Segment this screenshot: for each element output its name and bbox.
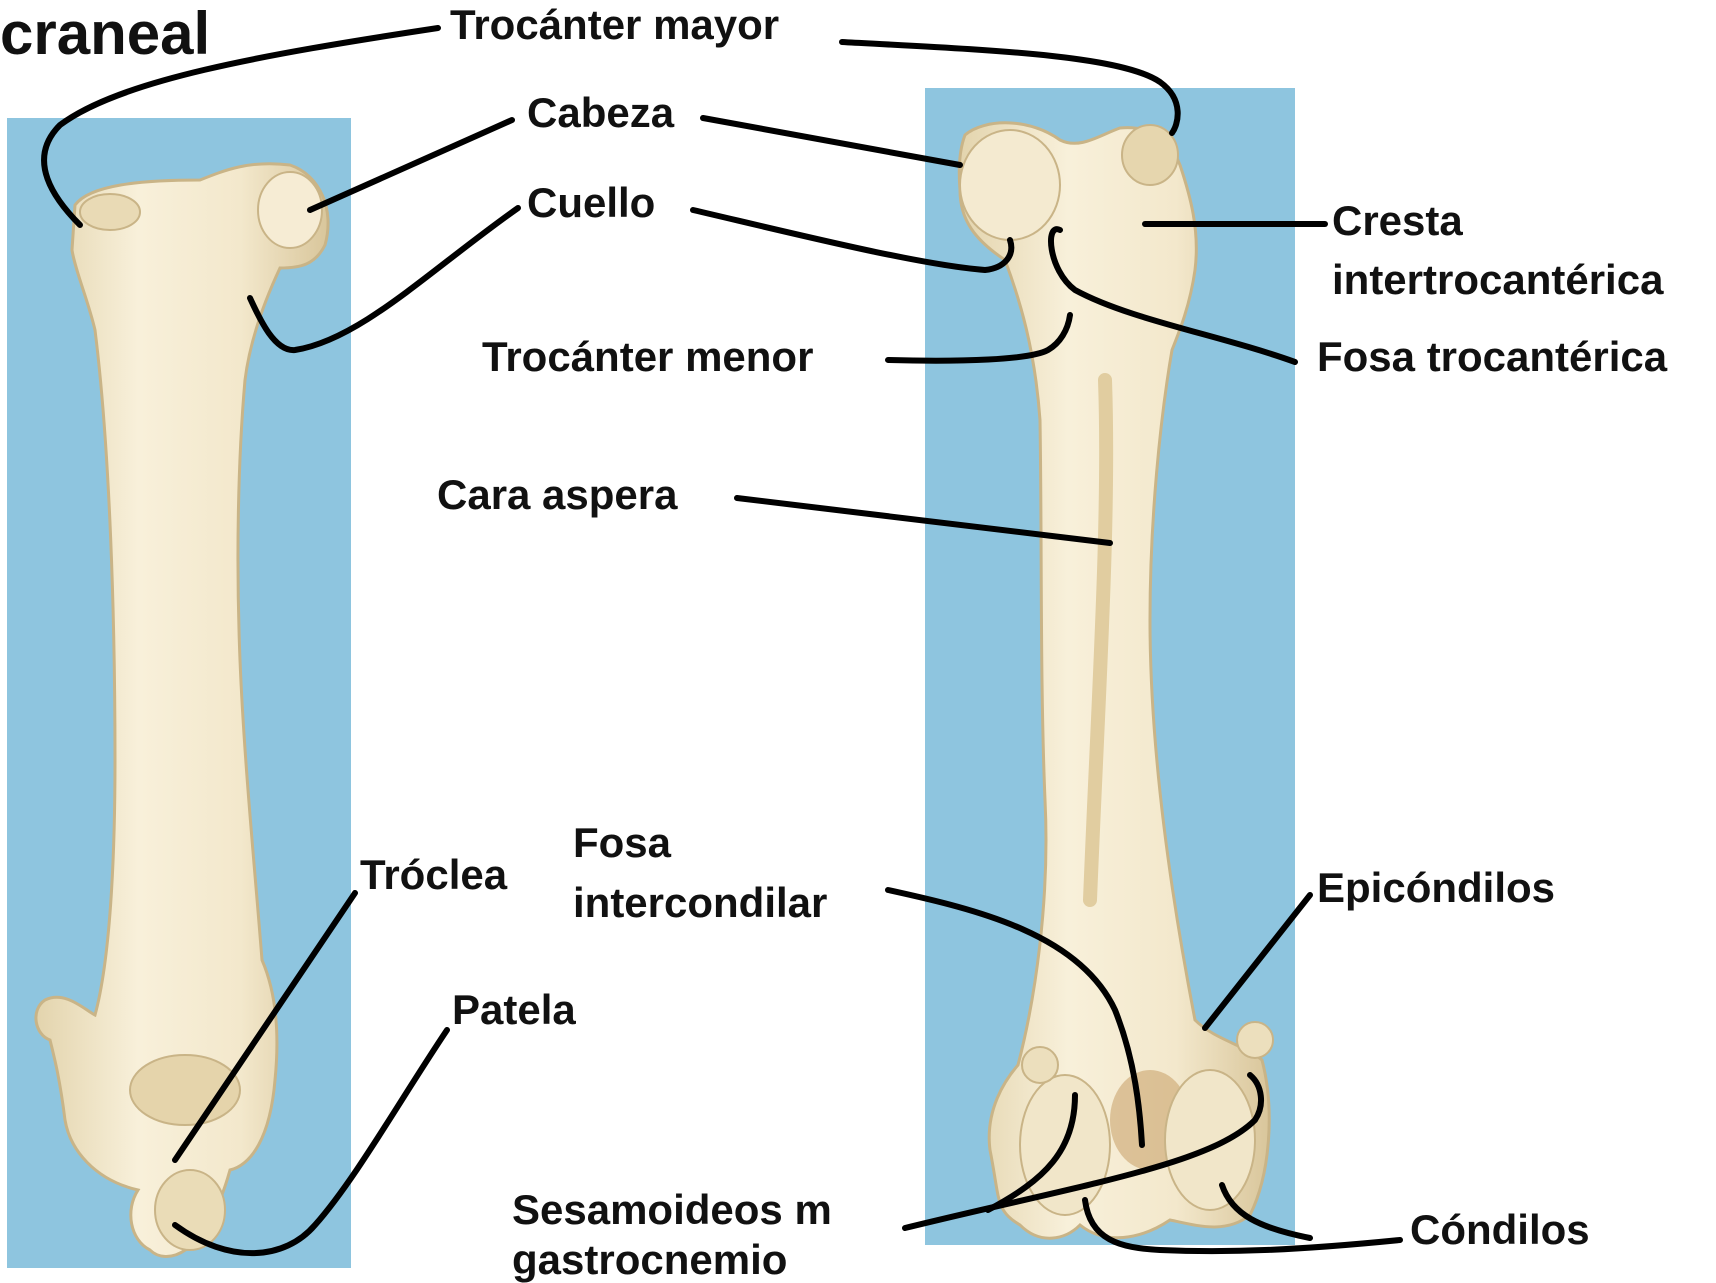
- right-femur-bone: [959, 123, 1273, 1238]
- label-sesamoideos-line2: gastrocnemio: [512, 1245, 787, 1275]
- label-trocanter-mayor: Trocánter mayor: [450, 0, 779, 50]
- left-femur-bone: [36, 164, 328, 1257]
- label-sesamoideos-line1: Sesamoideos m: [512, 1185, 832, 1235]
- label-fosa-trocanterica: Fosa trocantérica: [1317, 332, 1667, 382]
- leader-epicondilos: [1205, 895, 1310, 1028]
- label-troclea: Tróclea: [360, 850, 507, 900]
- label-cresta-line2: intertrocantérica: [1332, 255, 1663, 305]
- label-cabeza: Cabeza: [527, 88, 674, 138]
- label-cresta-line1: Cresta: [1332, 196, 1463, 246]
- label-patela: Patela: [452, 985, 576, 1035]
- leader-trocanter-mayor-right: [842, 42, 1178, 133]
- label-fosa-intercondilar-line1: Fosa: [573, 818, 671, 868]
- label-cara-aspera: Cara aspera: [437, 470, 678, 520]
- label-cuello: Cuello: [527, 178, 655, 228]
- label-fosa-intercondilar-line2: intercondilar: [573, 878, 827, 928]
- leader-cabeza-right: [703, 118, 960, 165]
- leader-cuello-right: [693, 210, 1011, 270]
- label-epicondilos: Epicóndilos: [1317, 863, 1555, 913]
- label-trocanter-menor: Trocánter menor: [482, 332, 813, 382]
- leader-cabeza-left: [310, 120, 512, 210]
- view-title: craneal: [0, 2, 210, 66]
- label-condilos: Cóndilos: [1410, 1205, 1590, 1255]
